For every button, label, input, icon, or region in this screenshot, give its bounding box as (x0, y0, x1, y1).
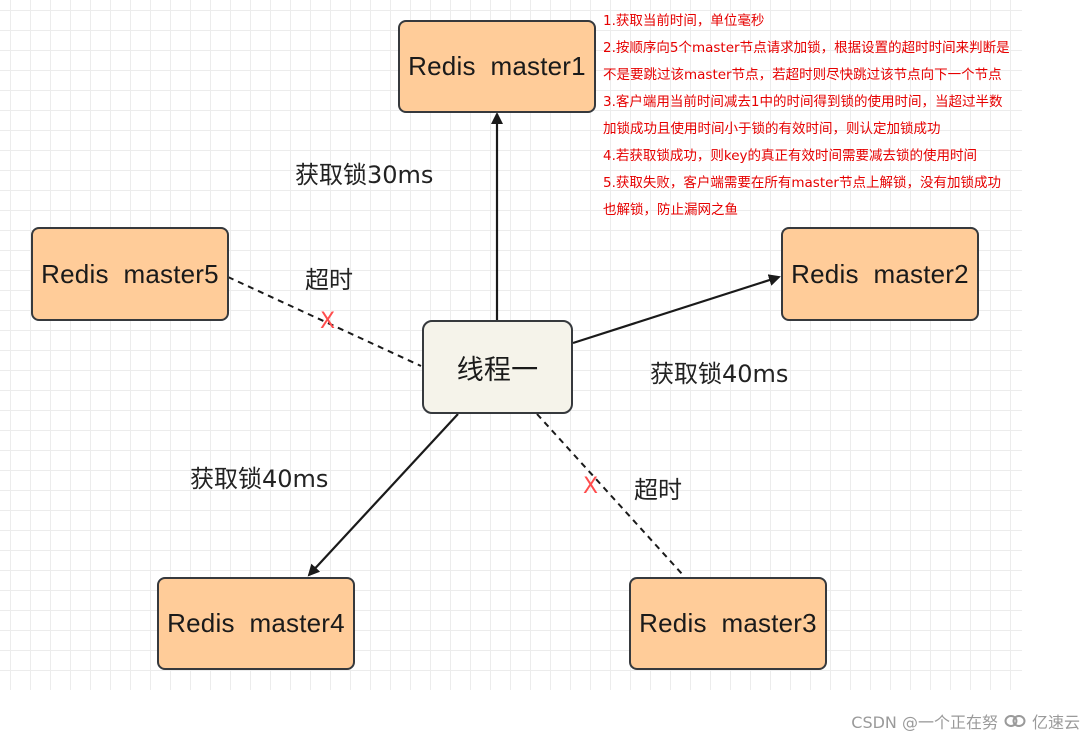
label-acquire-master4: 获取锁40ms (190, 465, 329, 493)
timeout-x-icon-master3: X (583, 474, 599, 499)
edge-to-master3-timeout (536, 413, 684, 576)
notes-list: 1.获取当前时间，单位毫秒 2.按顺序向5个master节点请求加锁，根据设置的… (603, 8, 1083, 224)
yisu-cloud-logo-icon (1004, 715, 1026, 727)
node-redis-master2: Redis master2 (781, 227, 979, 321)
note-line: 3.客户端用当前时间减去1中的时间得到锁的使用时间，当超过半数 (603, 94, 1003, 110)
node-redis-master3: Redis master3 (629, 577, 827, 670)
node-thread-one: 线程一 (422, 320, 573, 414)
node-redis-master1: Redis master1 (398, 20, 596, 113)
note-line: 2.按顺序向5个master节点请求加锁，根据设置的超时时间来判断是 (603, 40, 1010, 56)
edge-layer (227, 112, 781, 577)
note-line: 也解锁，防止漏网之鱼 (603, 202, 738, 218)
watermark-csdn: CSDN @一个正在努 (851, 713, 998, 732)
note-line: 加锁成功且使用时间小于锁的有效时间，则认定加锁成功 (603, 121, 941, 137)
note-line: 4.若获取锁成功，则key的真正有效时间需要减去锁的使用时间 (603, 148, 978, 164)
note-line: 1.获取当前时间，单位毫秒 (603, 13, 765, 29)
label-timeout-master5: 超时 (305, 266, 353, 294)
label-acquire-master1: 获取锁30ms (295, 161, 434, 189)
label-acquire-master2: 获取锁40ms (650, 360, 789, 388)
note-line: 5.获取失败，客户端需要在所有master节点上解锁，没有加锁成功 (603, 175, 1001, 191)
node-redis-master4: Redis master4 (157, 577, 355, 670)
label-timeout-master3: 超时 (634, 476, 682, 504)
note-line: 不是要跳过该master节点，若超时则尽快跳过该节点向下一个节点 (603, 67, 1002, 83)
node-redis-master5: Redis master5 (31, 227, 229, 321)
timeout-x-icon-master5: X (320, 309, 336, 334)
edge-to-master4 (307, 413, 459, 577)
edge-to-master2 (572, 274, 781, 345)
watermark: CSDN @一个正在努 亿速云 (851, 709, 1080, 733)
edge-to-master5-timeout (227, 276, 422, 367)
watermark-brand: 亿速云 (1031, 713, 1080, 732)
